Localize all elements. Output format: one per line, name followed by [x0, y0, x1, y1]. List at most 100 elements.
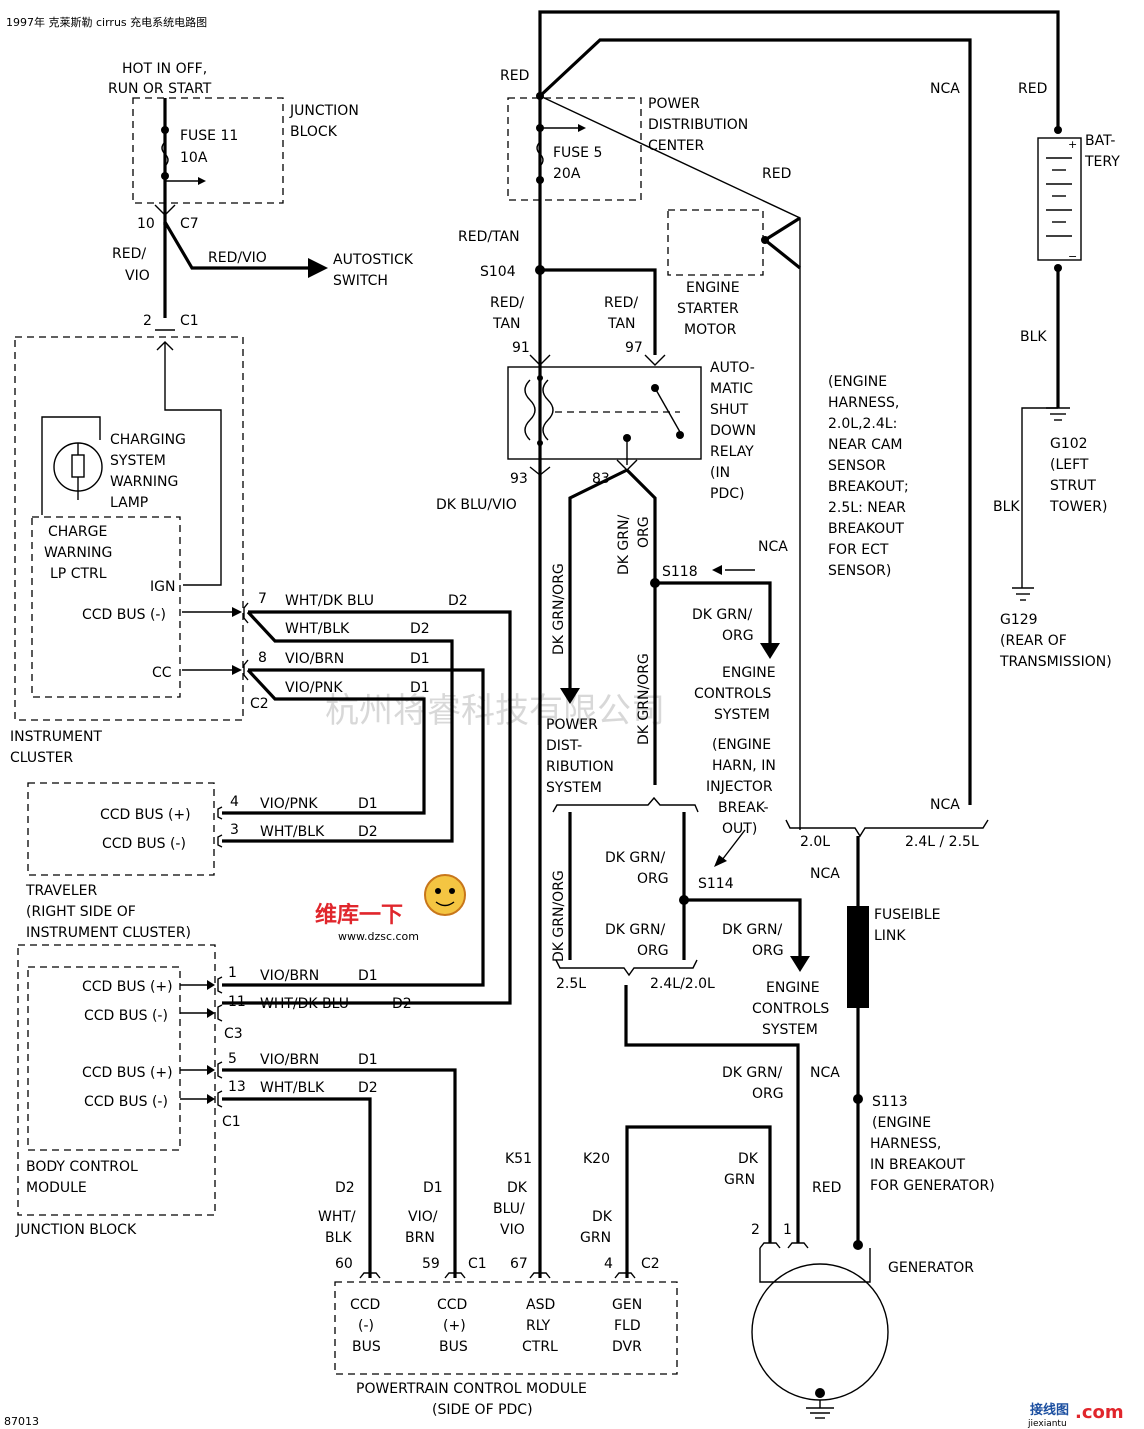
svg-text:DK: DK — [738, 1151, 759, 1167]
svg-text:DK GRN/: DK GRN/ — [605, 922, 665, 938]
svg-text:VIO: VIO — [125, 268, 150, 284]
svg-text:D1: D1 — [410, 651, 430, 667]
svg-text:VIO/: VIO/ — [408, 1209, 438, 1225]
svg-text:2: 2 — [143, 313, 152, 329]
svg-text:D2: D2 — [335, 1180, 355, 1196]
svg-text:−: − — [1068, 250, 1077, 263]
fusible-link-icon — [847, 906, 869, 1008]
svg-text:BREAKOUT;: BREAKOUT; — [828, 479, 909, 495]
svg-text:VIO/PNK: VIO/PNK — [260, 796, 318, 812]
svg-text:DK GRN/ORG: DK GRN/ORG — [636, 653, 652, 745]
svg-text:STRUT: STRUT — [1050, 478, 1096, 494]
powertrain-control-module-label: POWERTRAIN CONTROL MODULE — [356, 1381, 587, 1397]
svg-text:BLU/: BLU/ — [493, 1201, 525, 1217]
engine-starter-motor-label: ENGINE — [686, 280, 740, 296]
dzsc-logo: 维库一下 www.dzsc.com — [315, 874, 466, 943]
svg-text:NCA: NCA — [758, 539, 788, 555]
svg-text:S104: S104 — [480, 264, 516, 280]
engine-starter-motor-box — [667, 209, 764, 276]
svg-text:VIO/BRN: VIO/BRN — [260, 1052, 319, 1068]
svg-text:S118: S118 — [662, 564, 698, 580]
svg-text:4: 4 — [230, 794, 239, 810]
power-distribution-system-label: POWER — [546, 717, 598, 733]
svg-text:jiexiantu: jiexiantu — [1027, 1419, 1067, 1429]
svg-text:DOWN: DOWN — [710, 423, 756, 439]
junction-block-fuse11 — [132, 97, 284, 225]
instrument-cluster-box — [14, 336, 244, 721]
svg-text:TERY: TERY — [1084, 154, 1120, 170]
traveler-label: TRAVELER — [25, 883, 97, 899]
svg-text:MATIC: MATIC — [710, 381, 753, 397]
svg-text:VIO/PNK: VIO/PNK — [285, 680, 343, 696]
svg-text:10A: 10A — [180, 150, 208, 166]
svg-text:1: 1 — [783, 1222, 792, 1238]
svg-text:S114: S114 — [698, 876, 734, 892]
diagram-header: 1997年 克莱斯勒 cirrus 充电系统电路图 — [6, 15, 207, 29]
svg-text:CCD BUS (-): CCD BUS (-) — [102, 836, 186, 852]
svg-text:ORG: ORG — [752, 943, 784, 959]
svg-text:DVR: DVR — [612, 1339, 642, 1355]
svg-text:STARTER: STARTER — [677, 301, 739, 317]
svg-text:HARN, IN: HARN, IN — [712, 758, 776, 774]
svg-text:D1: D1 — [358, 1052, 378, 1068]
dk-grn-org-wires — [560, 468, 810, 1278]
svg-text:CCD BUS (+): CCD BUS (+) — [82, 1065, 173, 1081]
svg-text:2: 2 — [751, 1222, 760, 1238]
cluster-connectors — [182, 602, 249, 681]
engine-controls-system-label-1: ENGINE — [722, 665, 776, 681]
svg-text:RED: RED — [762, 166, 791, 182]
svg-text:8: 8 — [258, 650, 267, 666]
svg-text:MODULE: MODULE — [26, 1180, 87, 1196]
svg-text:BREAKOUT: BREAKOUT — [828, 521, 904, 537]
site-mark: 接线图 .com jiexiantu — [1027, 1402, 1124, 1429]
svg-text:+: + — [1068, 138, 1077, 151]
ground-g102-label: G102 — [1050, 436, 1088, 452]
svg-text:LINK: LINK — [874, 928, 906, 944]
svg-text:DK: DK — [592, 1209, 613, 1225]
body-control-module-label: BODY CONTROL — [26, 1159, 138, 1175]
svg-text:SENSOR: SENSOR — [828, 458, 886, 474]
bracket-marks — [552, 796, 989, 977]
svg-text:97: 97 — [625, 340, 643, 356]
svg-text:INJECTOR: INJECTOR — [706, 779, 773, 795]
charge-warning-lp-ctrl-box — [31, 516, 181, 698]
svg-text:维库一下: 维库一下 — [315, 902, 403, 928]
junction-block-label-2: JUNCTION BLOCK — [15, 1222, 137, 1238]
svg-text:SENSOR): SENSOR) — [828, 563, 891, 579]
svg-text:HARNESS,: HARNESS, — [870, 1136, 941, 1152]
svg-text:CONTROLS: CONTROLS — [694, 686, 771, 702]
junction-block-box — [17, 944, 216, 1216]
svg-text:NCA: NCA — [930, 797, 960, 813]
svg-text:IGN: IGN — [150, 579, 175, 595]
svg-text:BRN: BRN — [405, 1230, 435, 1246]
charging-system-warning-lamp-label: CHARGING — [110, 432, 186, 448]
svg-text:(-): (-) — [358, 1318, 374, 1334]
svg-text:WHT/BLK: WHT/BLK — [260, 1080, 325, 1096]
svg-text:CLUSTER: CLUSTER — [10, 750, 73, 766]
powertrain-control-module-box — [334, 1281, 678, 1375]
svg-text:K51: K51 — [505, 1151, 532, 1167]
svg-text:C7: C7 — [180, 216, 199, 232]
charging-warning-lamp-icon — [41, 416, 103, 515]
svg-text:BLOCK: BLOCK — [290, 124, 338, 140]
engine-controls-system-label-2: ENGINE — [766, 980, 820, 996]
svg-text:93: 93 — [510, 471, 528, 487]
svg-text:10: 10 — [137, 216, 155, 232]
svg-text:13: 13 — [228, 1079, 246, 1095]
svg-text:D1: D1 — [358, 796, 378, 812]
svg-text:DK GRN/ORG: DK GRN/ORG — [551, 870, 567, 962]
svg-text:(IN: (IN — [710, 465, 730, 481]
svg-text:CCD BUS (+): CCD BUS (+) — [100, 807, 191, 823]
svg-text:WHT/: WHT/ — [318, 1209, 356, 1225]
svg-text:SYSTEM: SYSTEM — [546, 780, 602, 796]
svg-text:BUS: BUS — [439, 1339, 468, 1355]
ground-g129-label: G129 — [1000, 612, 1038, 628]
svg-text:7: 7 — [258, 591, 267, 607]
svg-text:.com: .com — [1075, 1402, 1124, 1423]
svg-text:MOTOR: MOTOR — [684, 322, 737, 338]
svg-text:(ENGINE: (ENGINE — [712, 737, 771, 753]
svg-text:RED/: RED/ — [490, 295, 524, 311]
power-distribution-center-box — [507, 97, 642, 201]
svg-text:RED: RED — [812, 1180, 841, 1196]
svg-text:5: 5 — [228, 1051, 237, 1067]
